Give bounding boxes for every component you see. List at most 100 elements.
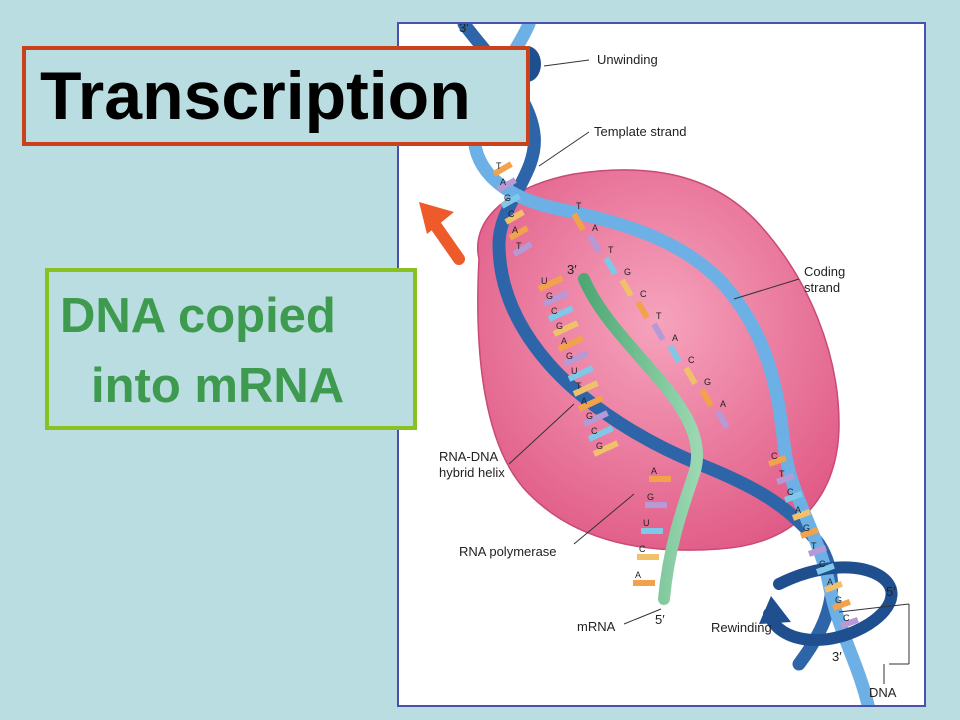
- base-letter: C: [843, 613, 850, 623]
- base-pair-rung: [512, 241, 533, 257]
- base-pair-rung: [799, 527, 819, 539]
- base-letter: U: [643, 518, 650, 528]
- label-hybrid-2: hybrid helix: [439, 465, 505, 480]
- subtitle-line-1: DNA copied: [60, 289, 336, 343]
- base-letter: G: [504, 193, 511, 203]
- base-pair-rung: [587, 425, 614, 442]
- base-letter: G: [624, 267, 631, 277]
- base-pair-rung: [699, 388, 714, 408]
- base-letter: C: [819, 559, 826, 569]
- base-letter: G: [596, 441, 603, 451]
- base-pair-rung: [508, 225, 529, 241]
- base-pair-rung: [683, 366, 698, 386]
- mrna-strand: [578, 273, 704, 605]
- base-letter: C: [639, 544, 646, 554]
- leader-lines: [508, 59, 910, 684]
- base-letter: A: [500, 177, 506, 187]
- base-pair-rung: [603, 256, 618, 276]
- label-coding-strand-1: Coding: [804, 264, 845, 279]
- rna-polymerase-shape: [476, 169, 840, 551]
- base-pair-rung: [823, 581, 843, 593]
- base-pair-rung: [537, 275, 564, 292]
- base-letter: G: [566, 351, 573, 361]
- base-letter: T: [779, 469, 785, 479]
- base-letter: G: [586, 411, 593, 421]
- base-pair-rung: [592, 440, 619, 457]
- base-letter: A: [561, 336, 567, 346]
- base-letter: A: [795, 505, 801, 515]
- base-pair-rung: [645, 502, 667, 508]
- base-pair-rung: [567, 365, 594, 382]
- label-three-prime-right: 3′: [832, 649, 842, 664]
- base-letter: T: [608, 245, 614, 255]
- direction-arrow: [419, 202, 465, 265]
- base-pair-rung: [831, 599, 851, 611]
- base-letter: A: [592, 223, 598, 233]
- base-pair-rung: [496, 177, 517, 193]
- base-letter: C: [551, 306, 558, 316]
- base-pair-rung: [571, 212, 586, 232]
- label-dna: DNA: [869, 685, 897, 700]
- base-pair-rung: [839, 617, 859, 629]
- base-pair-rung: [637, 554, 659, 560]
- base-letter: G: [704, 377, 711, 387]
- base-letter: C: [640, 289, 647, 299]
- base-pair-rung: [572, 380, 599, 397]
- label-unwinding: Unwinding: [597, 52, 658, 67]
- base-pair-rung: [547, 305, 574, 322]
- slide-title: Transcription: [40, 58, 471, 134]
- base-letter: T: [656, 311, 662, 321]
- label-coding-strand-2: strand: [804, 280, 840, 295]
- base-letter: T: [516, 241, 522, 251]
- base-letter: U: [541, 276, 548, 286]
- base-pair-rung: [635, 300, 650, 320]
- label-mrna: mRNA: [577, 619, 616, 634]
- base-letter: C: [508, 209, 515, 219]
- base-pairs: TAGCATTATGCTACGAUGCGAGUTAGCGAGUCACTCAGTC…: [492, 161, 859, 629]
- base-letter: G: [556, 321, 563, 331]
- base-letter: C: [591, 426, 598, 436]
- base-pair-rung: [775, 473, 795, 485]
- label-template-strand: Template strand: [594, 124, 687, 139]
- base-pair-rung: [807, 545, 827, 557]
- base-letter: A: [827, 577, 833, 587]
- base-letter: A: [581, 396, 587, 406]
- base-pair-rung: [582, 410, 609, 427]
- base-letter: A: [651, 466, 657, 476]
- subtitle-line-2: into mRNA: [91, 359, 345, 413]
- label-five-prime-right: 5′: [886, 584, 896, 599]
- label-three-prime-rna: 3′: [567, 262, 577, 277]
- base-pair-rung: [492, 161, 513, 177]
- base-letter: G: [647, 492, 654, 502]
- base-pair-rung: [767, 455, 787, 467]
- base-letter: T: [576, 381, 582, 391]
- base-letter: C: [787, 487, 794, 497]
- base-letter: A: [635, 570, 641, 580]
- label-rewinding: Rewinding: [711, 620, 772, 635]
- base-letter: G: [546, 291, 553, 301]
- base-pair-rung: [667, 344, 682, 364]
- label-rna-polymerase: RNA polymerase: [459, 544, 557, 559]
- base-letter: C: [688, 355, 695, 365]
- base-pair-rung: [641, 528, 663, 534]
- title-box: Transcription: [22, 46, 530, 146]
- base-pair-rung: [791, 509, 811, 521]
- base-letter: G: [835, 595, 842, 605]
- subtitle-box: DNA copied into mRNA: [45, 268, 417, 430]
- base-letter: A: [512, 225, 518, 235]
- base-letter: A: [720, 399, 726, 409]
- base-pair-rung: [562, 350, 589, 367]
- base-letter: T: [811, 541, 817, 551]
- base-letter: G: [803, 523, 810, 533]
- base-pair-rung: [633, 580, 655, 586]
- base-pair-rung: [783, 491, 803, 503]
- base-letter: U: [571, 366, 578, 376]
- base-pair-rung: [619, 278, 634, 298]
- base-pair-rung: [815, 563, 835, 575]
- base-pair-rung: [542, 290, 569, 307]
- base-pair-rung: [500, 193, 521, 209]
- label-three-prime-top: 3′: [459, 24, 469, 35]
- base-pair-rung: [577, 395, 604, 412]
- base-pair-rung: [587, 234, 602, 254]
- base-pair-rung: [557, 335, 584, 352]
